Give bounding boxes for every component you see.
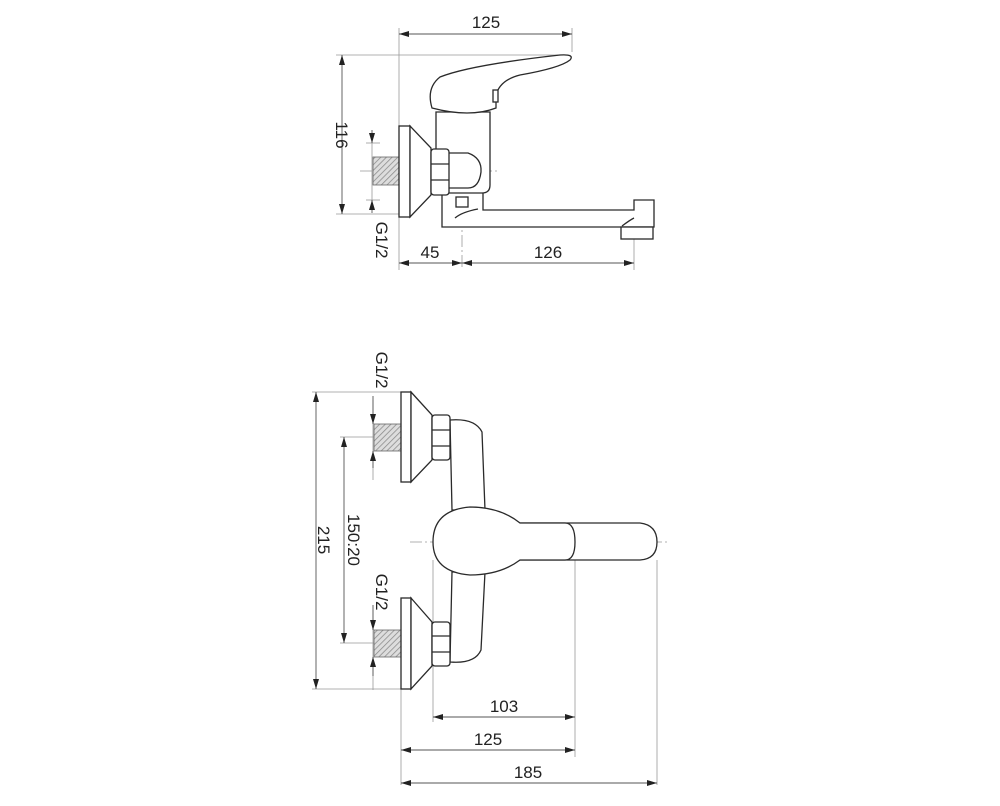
front-flange-top — [400, 391, 412, 483]
side-spout — [441, 189, 655, 228]
dim-side-wall-to-axis-label: 45 — [421, 243, 440, 262]
dim-front-inlet-spacing-label: 150:20 — [344, 514, 363, 566]
dim-front-thread-top: G1/2 — [370, 352, 391, 468]
dim-front-total-height: 215 — [313, 392, 333, 689]
front-nut-bottom — [431, 621, 451, 667]
dim-front-lever-flange: 125 — [401, 730, 575, 753]
side-nut — [430, 148, 450, 196]
dim-front-total-width: 185 — [401, 763, 657, 786]
front-nut-top — [431, 414, 451, 461]
side-spout-outlet — [620, 226, 654, 240]
front-thread-bottom — [373, 629, 402, 658]
dim-side-thread: G1/2 — [369, 130, 391, 259]
dim-front-thread-bottom-label: G1/2 — [372, 574, 391, 611]
front-view: G1/2 G1/2 215 150:20 103 125 185 — [312, 352, 670, 786]
dim-side-thread-label: G1/2 — [372, 222, 391, 259]
side-elbow — [447, 152, 482, 189]
side-lever-screw — [492, 89, 499, 103]
dim-front-total-height-label: 215 — [314, 526, 333, 554]
dim-side-spout: 126 — [462, 243, 634, 266]
dim-side-wall-to-axis: 45 — [399, 243, 462, 266]
side-thread — [372, 156, 400, 186]
front-body-arm-top — [449, 419, 486, 511]
dim-front-total-width-label: 185 — [514, 763, 542, 782]
front-lever-hub — [432, 506, 576, 576]
front-flange-bottom — [400, 597, 412, 690]
side-flange-cone — [409, 124, 432, 219]
dim-front-thread-top-label: G1/2 — [372, 352, 391, 389]
side-wall-flange — [398, 125, 411, 218]
side-diverter-knob — [455, 196, 469, 208]
side-lever-handle — [429, 54, 572, 114]
front-thread-top — [373, 423, 402, 452]
dim-front-lever-inner: 103 — [433, 697, 575, 720]
dim-side-height: 116 — [332, 55, 351, 214]
dim-side-width-label: 125 — [472, 13, 500, 32]
dim-side-width: 125 — [399, 13, 572, 37]
front-body-arm-bottom — [449, 571, 486, 663]
dim-front-lever-flange-label: 125 — [474, 730, 502, 749]
dim-front-lever-inner-label: 103 — [490, 697, 518, 716]
dim-side-height-label: 116 — [332, 121, 351, 148]
dim-front-thread-bottom: G1/2 — [370, 574, 391, 676]
dim-front-inlet-spacing: 150:20 — [341, 437, 363, 643]
side-view: 125 116 G1/2 45 126 — [332, 13, 655, 270]
dim-side-spout-label: 126 — [534, 243, 562, 262]
